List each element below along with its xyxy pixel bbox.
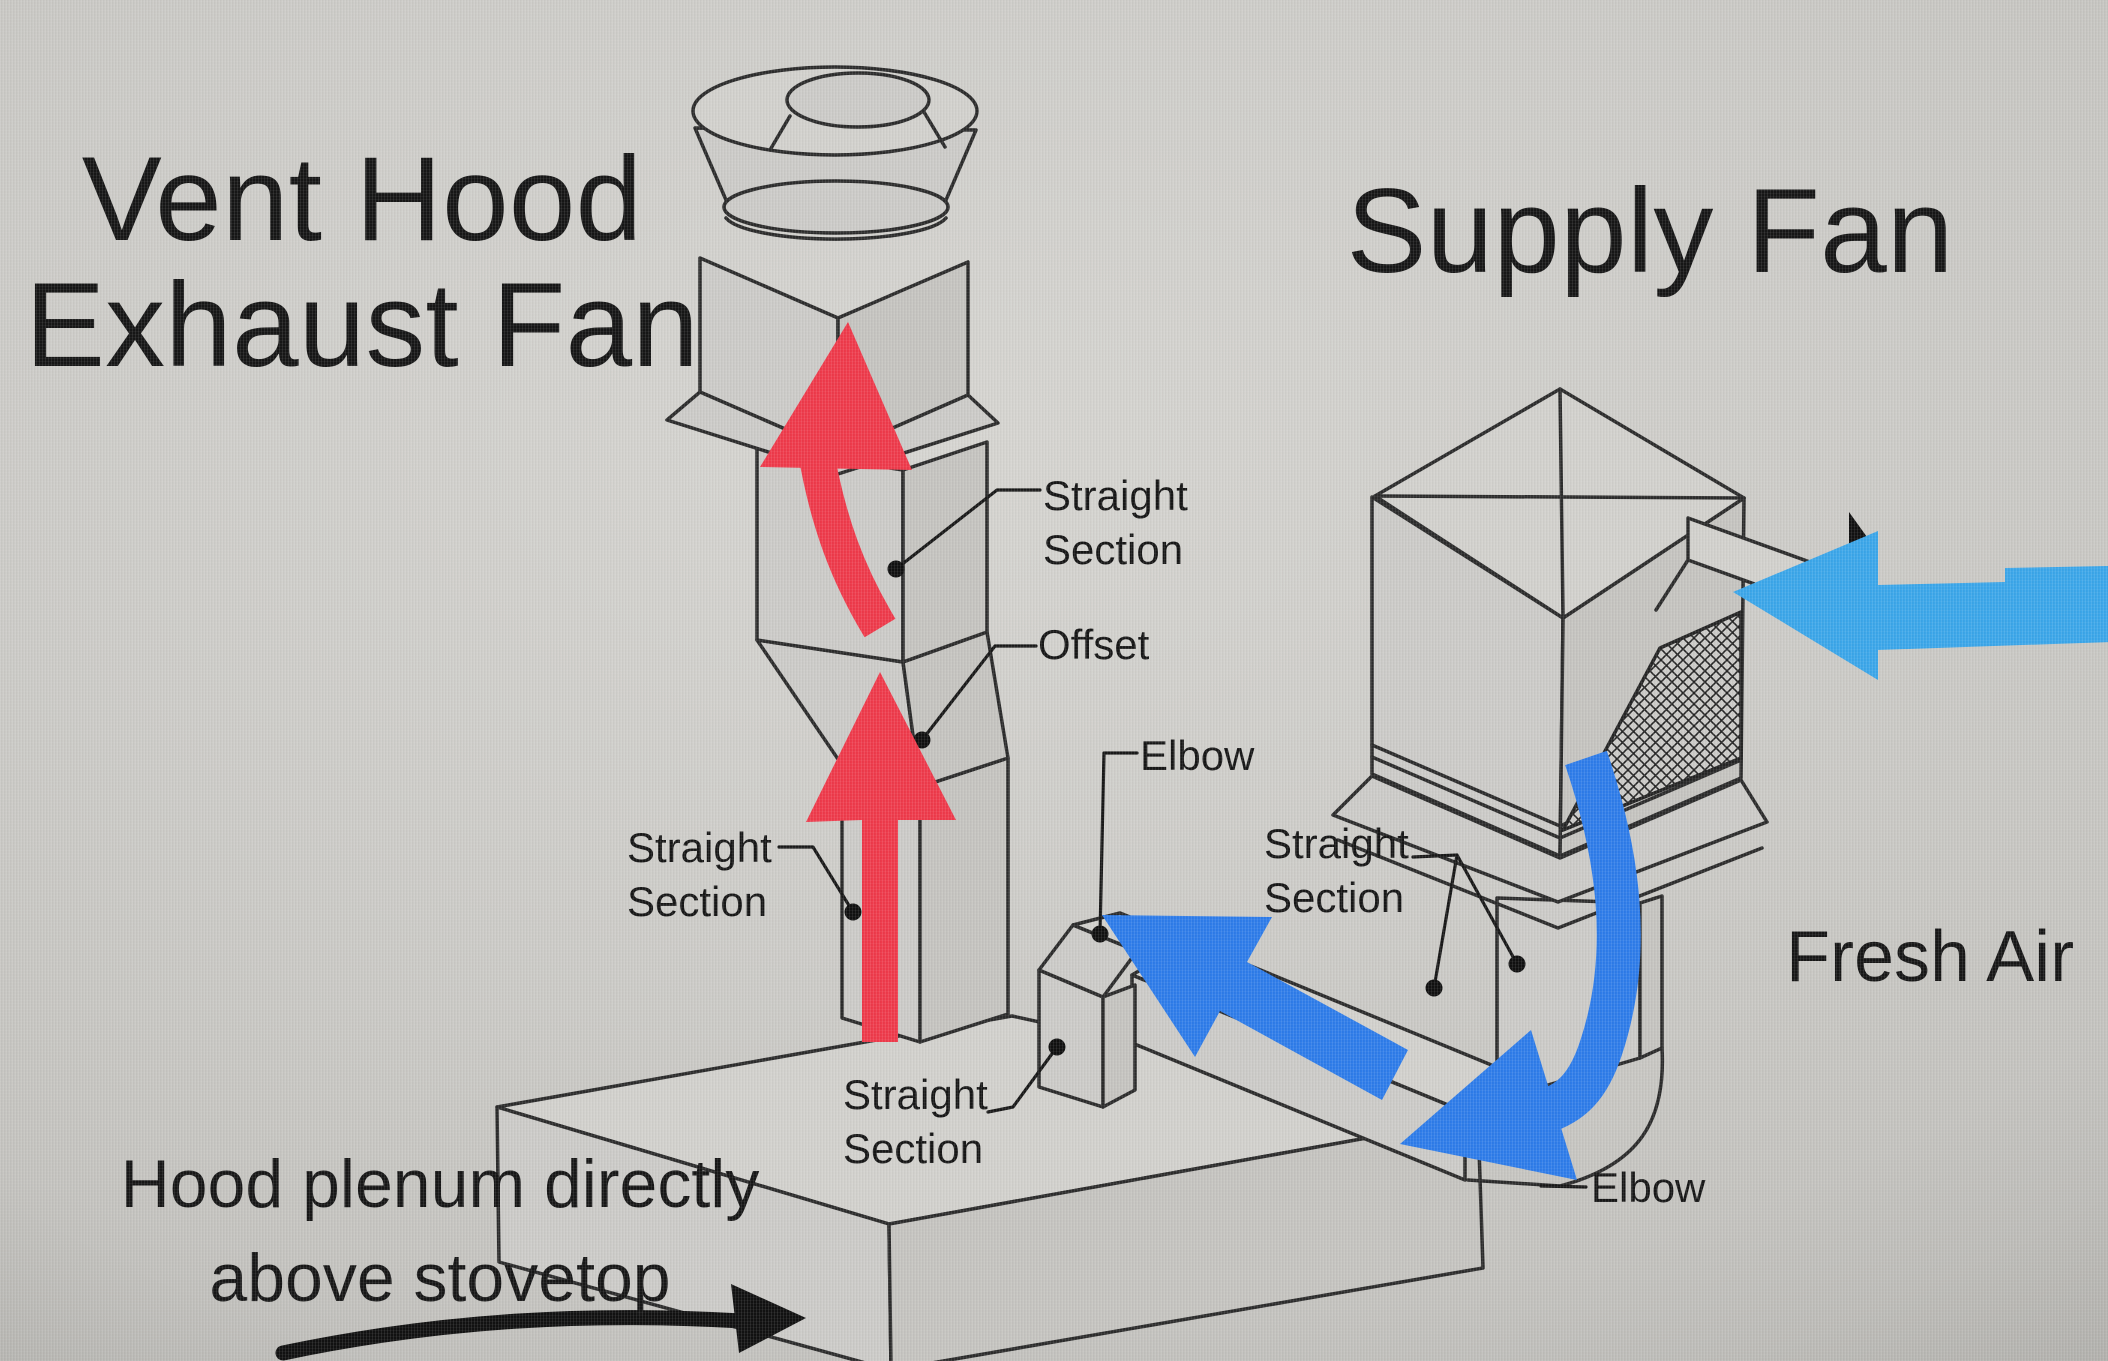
label-supply-discharge-straight: Straight Section <box>843 1071 988 1172</box>
hood-plenum-caption: Hood plenum directly above stovetop <box>120 1146 760 1316</box>
fresh-air-arrow <box>1733 531 2108 680</box>
hood-plenum-arrow <box>275 1284 806 1361</box>
exhaust-fan-drawing <box>665 65 1000 476</box>
exhaust-airflow-arrows <box>760 322 956 1042</box>
supply-airflow-arrows <box>1102 512 2108 1180</box>
exhaust-arrow-upper-head <box>760 322 912 470</box>
supply-arrow-down-tail <box>1540 750 1641 1131</box>
supply-arrow-down-head <box>1400 1030 1577 1180</box>
exhaust-fan-title: Vent Hood Exhaust Fan <box>25 132 699 392</box>
label-exhaust-lower-straight: Straight Section <box>627 824 772 925</box>
label-exhaust-upper-straight: Straight Section <box>1043 472 1188 573</box>
leader-lines <box>777 488 1588 1189</box>
hood-plenum-arrow-shaft <box>275 1310 750 1361</box>
supply-arrow-upleft <box>1102 915 1408 1100</box>
fresh-air-label: Fresh Air <box>1786 917 2075 997</box>
label-supply-upper-elbow: Elbow <box>1140 732 1255 779</box>
label-supply-lower-elbow: Elbow <box>1591 1164 1706 1211</box>
supply-fan-title: Supply Fan <box>1346 164 1954 298</box>
exhaust-arrow-upper-tail <box>798 448 896 638</box>
label-exhaust-offset: Offset <box>1038 621 1150 668</box>
label-supply-horizontal-straight: Straight Section <box>1264 820 1409 921</box>
exhaust-arrow-lower <box>806 672 956 1042</box>
hood-plenum-arrow-head <box>731 1284 806 1353</box>
